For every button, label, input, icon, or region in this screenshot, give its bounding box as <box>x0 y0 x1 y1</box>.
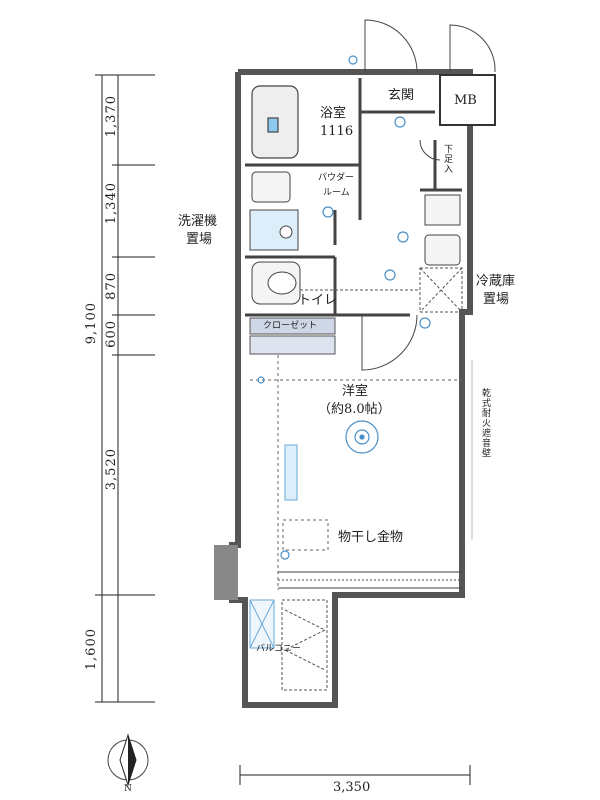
western-room-label: 洋室 <box>342 384 369 399</box>
entrance-label: 玄関 <box>388 88 415 103</box>
bath-label: 浴室 <box>320 106 347 121</box>
fire-wall-label: 乾式耐火遮音壁 <box>480 388 490 458</box>
bathtub <box>251 85 299 159</box>
fridge-label-1: 冷蔵庫 <box>476 274 516 289</box>
closet <box>249 317 336 355</box>
fridge-space <box>300 267 463 313</box>
mb-box <box>439 74 496 126</box>
room-guidelines <box>250 355 462 590</box>
powder-room-label-2: ルーム <box>323 188 350 198</box>
door-swings <box>334 19 496 371</box>
dim-width-3350: 3,350 <box>333 780 371 795</box>
dim-1370: 1,370 <box>104 95 119 138</box>
dim-870: 870 <box>104 272 119 300</box>
fridge-label-2: 置場 <box>483 292 510 307</box>
balcony-area <box>249 599 328 691</box>
toilet-label: トイレ <box>298 293 338 308</box>
dim-1340: 1,340 <box>104 182 119 225</box>
powder-room-label-1: パウダー <box>318 173 355 183</box>
dim-1600: 1,600 <box>84 628 99 671</box>
left-dimension-lines <box>95 74 155 703</box>
ceiling-lights <box>257 55 431 560</box>
north-compass <box>107 733 149 787</box>
bottom-dimension-line <box>239 765 471 785</box>
drying-hardware-label: 物干し金物 <box>338 530 404 545</box>
washer-label-1: 洗濯機 <box>178 214 218 229</box>
dim-600: 600 <box>104 320 119 348</box>
closet-label: クローゼット <box>263 321 318 331</box>
bath-size: 1116 <box>320 124 354 139</box>
compass-north-label: N <box>124 784 132 794</box>
balcony-door <box>278 571 462 589</box>
mb-label: MB <box>454 93 477 108</box>
shoe-cabinet-label: 下足入 <box>442 144 452 174</box>
fixtures <box>249 171 461 305</box>
balcony-label: バルコニー <box>256 644 301 654</box>
window-unit <box>284 444 298 501</box>
dim-3520: 3,520 <box>104 448 119 491</box>
washer-label-2: 置場 <box>186 232 213 247</box>
western-room-size: （約8.0帖） <box>318 402 391 417</box>
dim-total-9100: 9,100 <box>84 302 99 345</box>
